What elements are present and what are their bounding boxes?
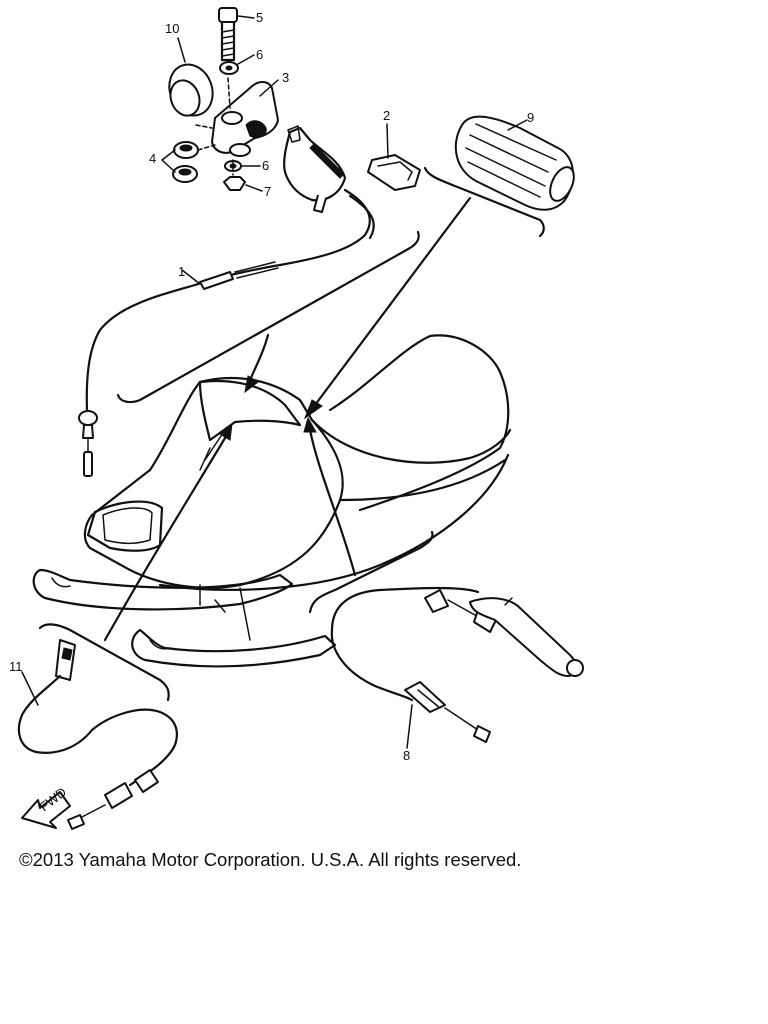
- lever-assembly: [168, 7, 347, 213]
- callout-cable-11: 11: [9, 659, 23, 674]
- grouping-brackets: [38, 166, 545, 702]
- callout-leader-cable-1: [181, 269, 201, 285]
- callout-brake-cable-8: 8: [403, 748, 410, 763]
- callout-leader-bracket-3: [259, 79, 279, 97]
- brake-cable: [330, 586, 584, 743]
- grip: [454, 115, 575, 211]
- callout-nut-7: 7: [264, 184, 271, 199]
- clip: [367, 154, 421, 191]
- callout-grommet-4: 4: [149, 151, 156, 166]
- callout-leader-clip-2: [386, 123, 389, 159]
- callout-collar-10: 10: [165, 21, 179, 36]
- callout-cable-1: 1: [178, 264, 185, 279]
- copyright-notice: ©2013 Yamaha Motor Corporation. U.S.A. A…: [19, 849, 522, 870]
- fwd-arrow-icon: FWD: [21, 784, 71, 829]
- callout-leader-nut-7: [245, 184, 263, 192]
- callout-leader-brake-cable-8: [406, 704, 413, 749]
- callout-leader-washer-6: [237, 54, 255, 65]
- callout-bracket-3: 3: [282, 70, 289, 85]
- callout-leader-collar-10: [177, 37, 186, 63]
- callout-clip-2: 2: [383, 108, 390, 123]
- part-callouts: 1 2 3 4 5 6 6 7 8 9 10 11: [9, 10, 534, 763]
- choke-cable: [17, 639, 178, 830]
- throttle-cable: [78, 188, 375, 477]
- callout-leader-grip-9: [507, 119, 528, 131]
- callout-leader-cable-11: [21, 671, 39, 706]
- callout-leader-grommet-4: [161, 149, 176, 161]
- callout-grip-9: 9: [527, 110, 534, 125]
- snowmobile-illustration: [32, 334, 512, 668]
- callout-washer-6b: 6: [262, 158, 269, 173]
- callout-washer-6: 6: [256, 47, 263, 62]
- callout-leader-grommet-4: [161, 159, 176, 173]
- callout-bolt-5: 5: [256, 10, 263, 25]
- callout-leader-bolt-5: [237, 15, 255, 19]
- leader-arrows: [103, 196, 472, 642]
